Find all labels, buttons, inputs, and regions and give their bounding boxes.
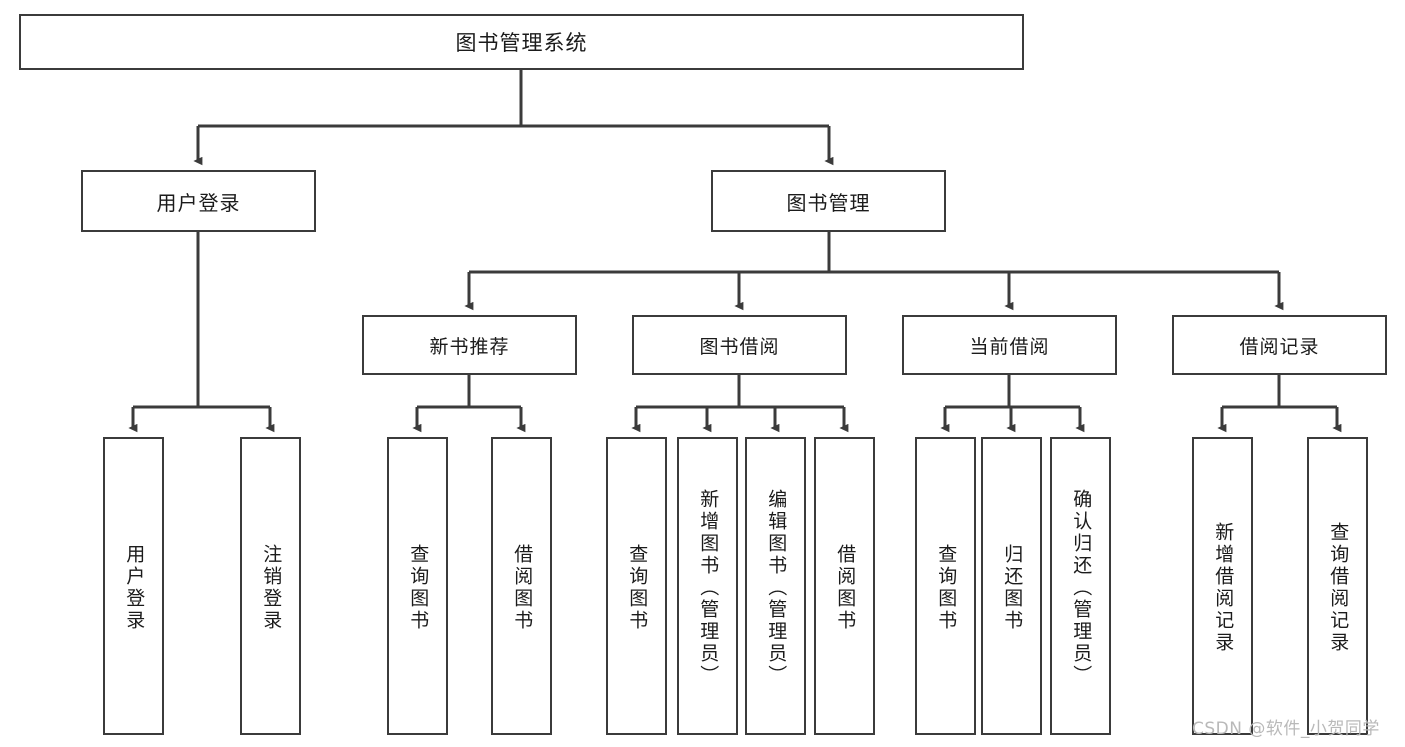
node-label: 图书管理 (786, 190, 871, 215)
node-label: 借阅记录 (1239, 335, 1320, 358)
node-label: 确认归还（管理员） (1070, 489, 1093, 687)
node-label: 用户登录 (156, 190, 241, 215)
node-current-borrow[interactable]: 当前借阅 (902, 315, 1117, 375)
leaf-current-return-book[interactable]: 归还图书 (981, 437, 1042, 735)
leaf-borrow-edit-book-admin[interactable]: 编辑图书（管理员） (745, 437, 806, 735)
leaf-borrow-add-book-admin[interactable]: 新增图书（管理员） (677, 437, 738, 735)
node-label: 查询图书 (407, 544, 430, 632)
csdn-watermark: CSDN @软件_小贺同学 (1192, 719, 1380, 739)
node-label: 查询图书 (626, 544, 649, 632)
leaf-current-confirm-return-admin[interactable]: 确认归还（管理员） (1050, 437, 1111, 735)
node-label: 图书借阅 (699, 335, 780, 358)
node-label: 借阅图书 (511, 544, 534, 632)
node-label: 编辑图书（管理员） (765, 489, 788, 687)
node-label: 查询借阅记录 (1327, 522, 1350, 654)
node-book-management[interactable]: 图书管理 (711, 170, 946, 232)
node-root-system[interactable]: 图书管理系统 (19, 14, 1024, 70)
node-label: 借阅图书 (834, 544, 857, 632)
node-user-login[interactable]: 用户登录 (81, 170, 316, 232)
node-label: 注销登录 (260, 544, 283, 632)
leaf-borrow-borrow-book[interactable]: 借阅图书 (814, 437, 875, 735)
node-new-book-recommend[interactable]: 新书推荐 (362, 315, 577, 375)
leaf-user-login[interactable]: 用户登录 (103, 437, 164, 735)
leaf-current-query-book[interactable]: 查询图书 (915, 437, 976, 735)
node-label: 查询图书 (935, 544, 958, 632)
node-borrow-record[interactable]: 借阅记录 (1172, 315, 1387, 375)
leaf-recommend-query-book[interactable]: 查询图书 (387, 437, 448, 735)
node-label: 归还图书 (1001, 544, 1024, 632)
node-label: 当前借阅 (969, 335, 1050, 358)
node-label: 新增图书（管理员） (697, 489, 720, 687)
node-label: 新书推荐 (429, 335, 510, 358)
leaf-record-query-record[interactable]: 查询借阅记录 (1307, 437, 1368, 735)
leaf-record-add-record[interactable]: 新增借阅记录 (1192, 437, 1253, 735)
node-label: 图书管理系统 (455, 31, 588, 55)
leaf-borrow-query-book[interactable]: 查询图书 (606, 437, 667, 735)
node-label: 用户登录 (123, 544, 146, 632)
node-book-borrow[interactable]: 图书借阅 (632, 315, 847, 375)
leaf-user-logout[interactable]: 注销登录 (240, 437, 301, 735)
leaf-recommend-borrow-book[interactable]: 借阅图书 (491, 437, 552, 735)
node-label: 新增借阅记录 (1212, 522, 1235, 654)
